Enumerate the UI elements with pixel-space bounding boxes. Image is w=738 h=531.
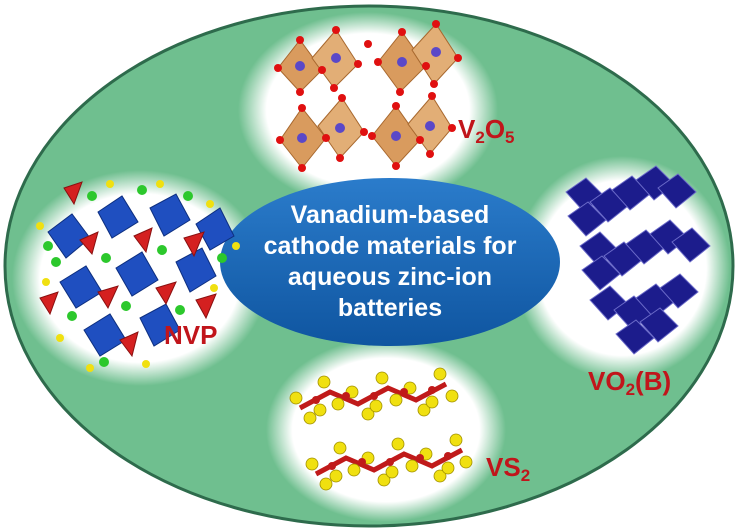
label-nvp: NVP xyxy=(164,320,217,350)
vs2-layer-top xyxy=(289,367,459,425)
label-vo2b-main: VO xyxy=(588,366,626,396)
label-v2o5-sub2: 5 xyxy=(505,128,515,147)
center-title-line-1: Vanadium-based xyxy=(290,201,490,229)
label-nvp-main: NVP xyxy=(164,320,218,350)
label-vs2-sub1: 2 xyxy=(520,466,531,485)
vs2-structure xyxy=(289,367,473,491)
center-title: Vanadium-based cathode materials for aqu… xyxy=(232,188,548,336)
label-vo2b-sub1: 2 xyxy=(625,380,636,399)
vo2b-structure xyxy=(565,165,711,355)
vs2-bubble xyxy=(266,338,506,522)
v2o5-chain-bottom xyxy=(276,92,456,172)
label-vs2-main: VS xyxy=(486,452,521,482)
label-vo2b: VO2(B) xyxy=(588,366,672,399)
center-ellipse xyxy=(220,178,560,346)
nvp-structure xyxy=(36,180,240,372)
label-vs2: VS2 xyxy=(486,452,531,485)
label-v2o5-sub1: 2 xyxy=(475,128,485,147)
v2o5-structure xyxy=(274,20,462,172)
center-title-line-4: batteries xyxy=(337,294,443,322)
center-title-line-3: aqueous zinc-ion xyxy=(287,263,493,291)
label-v2o5-mid: O xyxy=(484,114,506,144)
label-v2o5-main: V xyxy=(458,114,476,144)
vs2-layer-bottom xyxy=(305,433,473,491)
label-v2o5: V2O5 xyxy=(458,114,515,147)
label-vo2b-tail: (B) xyxy=(635,366,672,396)
v2o5-chain-top xyxy=(274,20,462,96)
center-title-line-2: cathode materials for xyxy=(263,232,517,260)
